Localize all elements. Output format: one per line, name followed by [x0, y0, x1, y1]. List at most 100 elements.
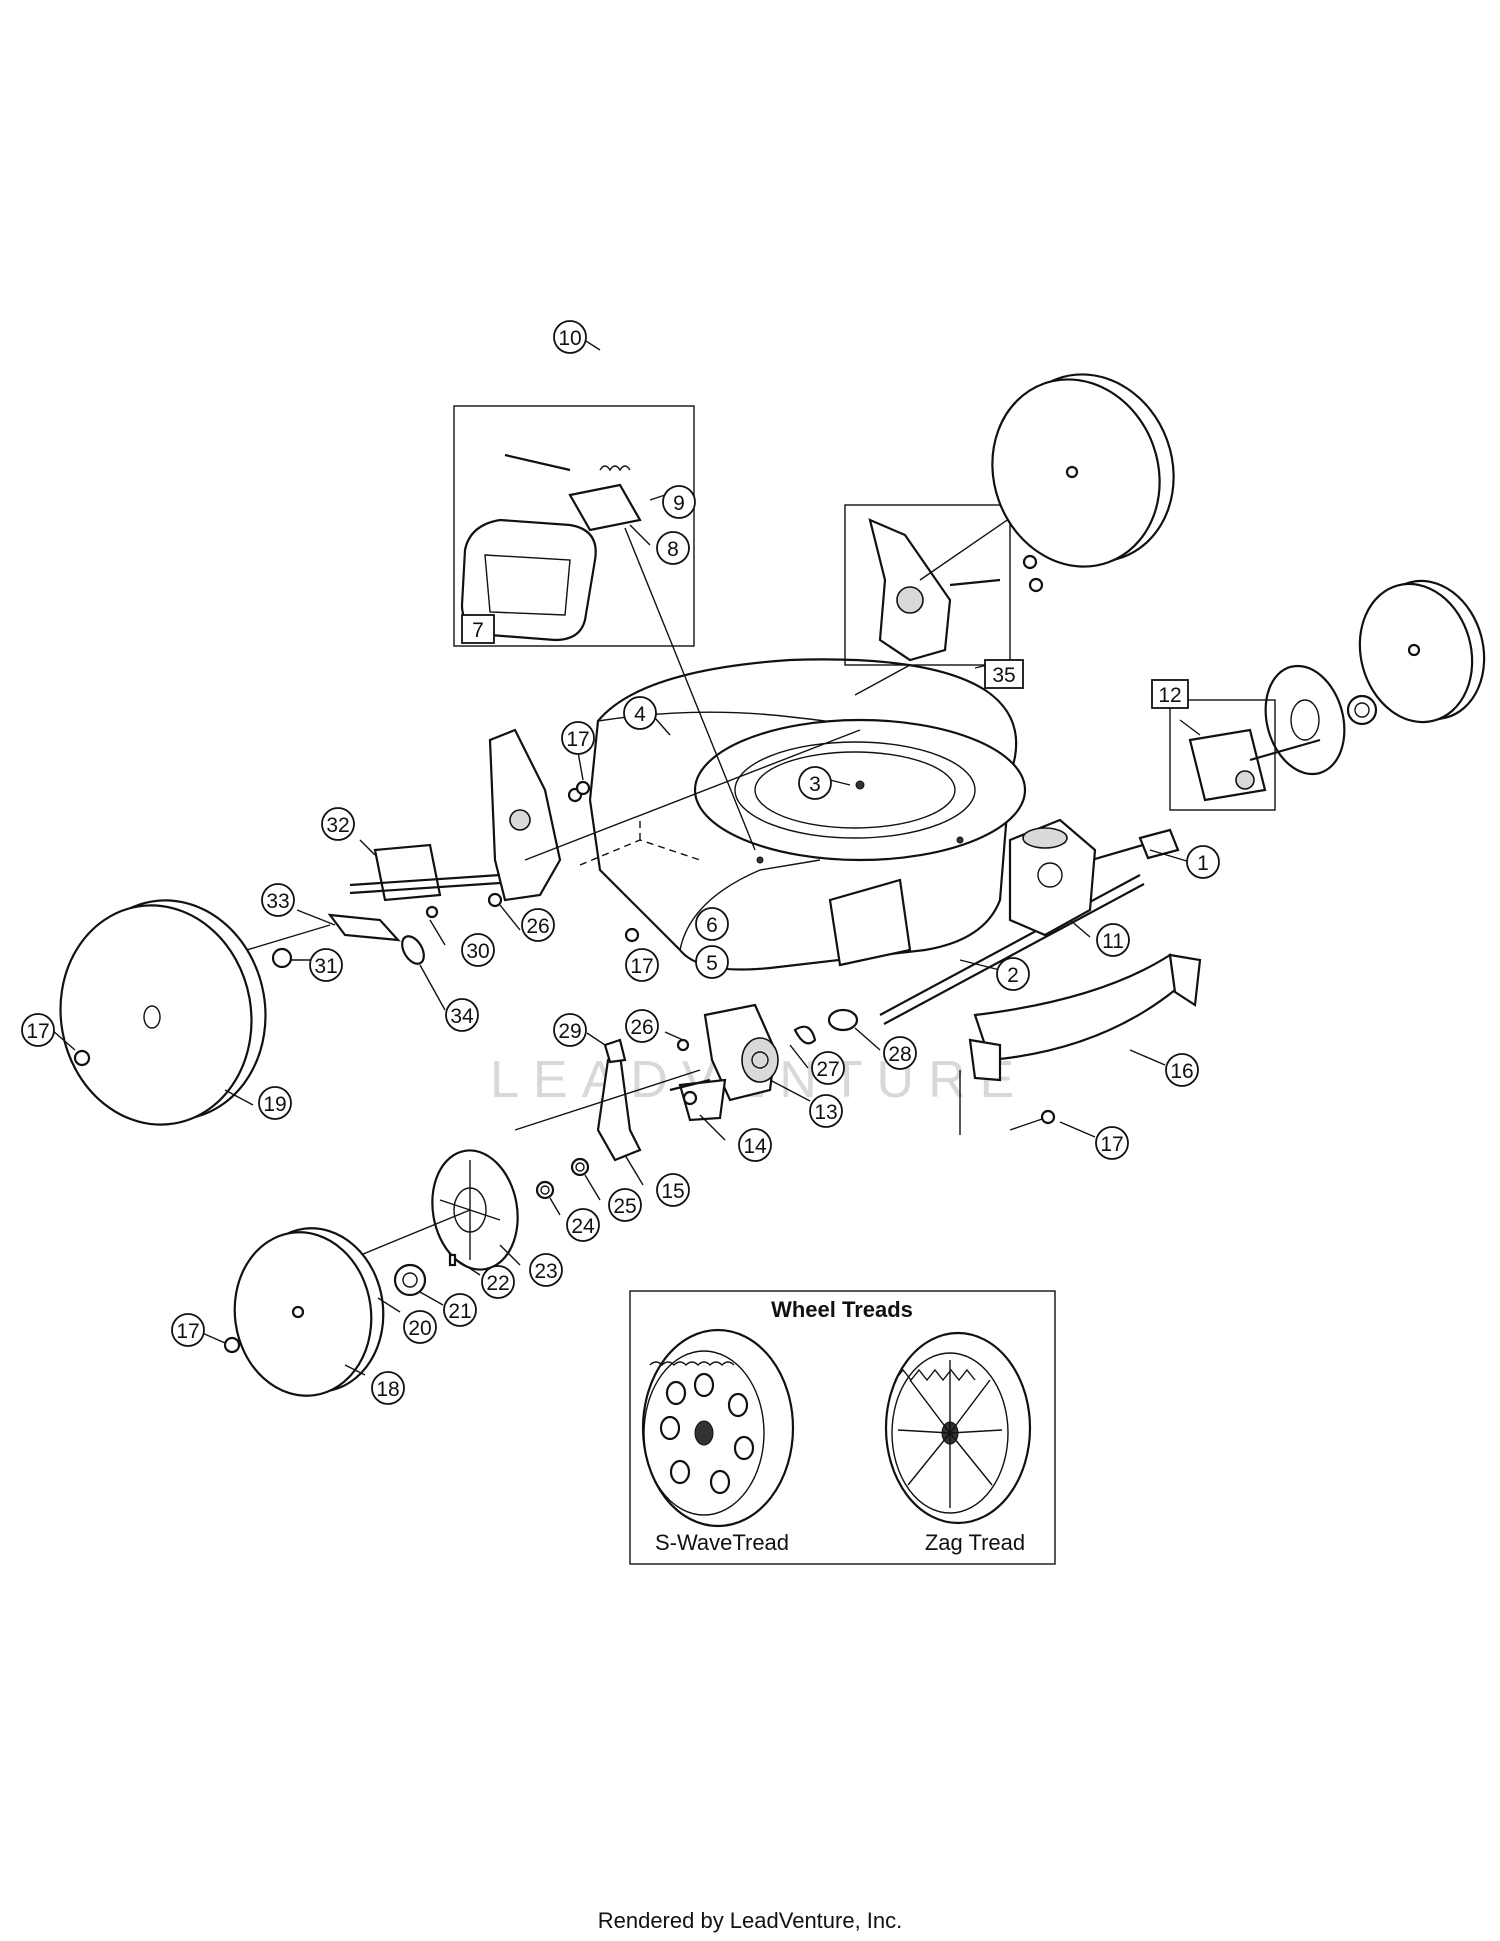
nut-17-right — [1040, 1109, 1056, 1125]
svg-text:23: 23 — [534, 1260, 557, 1283]
svg-text:22: 22 — [486, 1272, 509, 1295]
callout-9[interactable]: 9 — [662, 485, 696, 519]
callout-2[interactable]: 2 — [996, 957, 1030, 991]
callout-8[interactable]: 8 — [656, 531, 690, 565]
inset-title: Wheel Treads — [771, 1297, 913, 1322]
svg-text:8: 8 — [667, 538, 679, 561]
svg-text:9: 9 — [673, 492, 685, 515]
callout-31[interactable]: 31 — [309, 948, 343, 982]
svg-text:13: 13 — [814, 1101, 837, 1124]
callout-15[interactable]: 15 — [656, 1173, 690, 1207]
adjustment-lever — [596, 1038, 642, 1162]
mower-deck — [588, 658, 1027, 971]
svg-text:24: 24 — [571, 1215, 595, 1238]
wheel-treads-inset: Wheel Treads S-WaveTread — [629, 1290, 1056, 1565]
callout-5[interactable]: 5 — [695, 945, 729, 979]
svg-text:17: 17 — [26, 1020, 49, 1043]
callout-20[interactable]: 20 — [403, 1310, 437, 1344]
svg-text:15: 15 — [661, 1180, 684, 1203]
svg-text:14: 14 — [743, 1135, 767, 1158]
svg-text:4: 4 — [634, 703, 646, 726]
axle-plate — [669, 1078, 727, 1122]
callout-32[interactable]: 32 — [321, 807, 355, 841]
footer-credit: Rendered by LeadVenture, Inc. — [597, 1908, 903, 1933]
svg-text:21: 21 — [448, 1300, 471, 1323]
callout-33[interactable]: 33 — [261, 883, 295, 917]
key — [448, 1253, 457, 1267]
callout-4[interactable]: 4 — [623, 696, 657, 730]
callout-14[interactable]: 14 — [738, 1128, 772, 1162]
deflector — [968, 953, 1202, 1082]
svg-text:31: 31 — [314, 955, 337, 978]
svg-text:26: 26 — [526, 915, 549, 938]
callout-3[interactable]: 3 — [798, 766, 832, 800]
callout-17-left[interactable]: 17 — [21, 1013, 55, 1047]
callout-17-middle[interactable]: 17 — [625, 948, 659, 982]
svg-text:19: 19 — [263, 1093, 286, 1116]
rear-right-wheel — [991, 373, 1175, 568]
svg-text:2: 2 — [1007, 964, 1019, 987]
front-left-wheel — [223, 1227, 385, 1397]
svg-text:17: 17 — [566, 728, 589, 751]
callout-17-upper[interactable]: 17 — [561, 721, 595, 755]
callout-30[interactable]: 30 — [461, 933, 495, 967]
front-right-gear — [1346, 694, 1378, 726]
zag-tread-wheel — [884, 1331, 1032, 1525]
callout-18[interactable]: 18 — [371, 1371, 405, 1405]
nut-17-upper — [575, 780, 591, 796]
s-wave-tread-label: S-WaveTread — [655, 1530, 789, 1555]
svg-text:16: 16 — [1170, 1060, 1193, 1083]
callout-23[interactable]: 23 — [529, 1253, 563, 1287]
callout-26-lower[interactable]: 26 — [625, 1009, 659, 1043]
callout-13[interactable]: 13 — [809, 1094, 843, 1128]
rear-left-wheel — [59, 899, 267, 1126]
svg-text:1: 1 — [1197, 852, 1209, 875]
nut-17-middle — [624, 927, 640, 943]
svg-text:26: 26 — [630, 1016, 653, 1039]
s-wave-tread-wheel — [641, 1328, 795, 1528]
front-left-gear — [393, 1263, 427, 1297]
callout-12[interactable]: 12 — [1151, 679, 1189, 709]
callout-34[interactable]: 34 — [445, 998, 479, 1032]
front-right-wheel-hub — [1264, 664, 1346, 776]
zag-tread-label: Zag Tread — [925, 1530, 1025, 1555]
svg-text:10: 10 — [558, 327, 581, 350]
callout-16[interactable]: 16 — [1165, 1053, 1199, 1087]
svg-text:3: 3 — [809, 773, 821, 796]
svg-text:29: 29 — [558, 1020, 581, 1043]
svg-text:5: 5 — [706, 952, 718, 975]
callout-28[interactable]: 28 — [883, 1036, 917, 1070]
svg-text:7: 7 — [472, 619, 484, 642]
svg-text:17: 17 — [176, 1320, 199, 1343]
callout-6[interactable]: 6 — [695, 907, 729, 941]
svg-text:25: 25 — [613, 1195, 636, 1218]
callout-24[interactable]: 24 — [566, 1208, 600, 1242]
callout-1[interactable]: 1 — [1186, 845, 1220, 879]
callout-19[interactable]: 19 — [258, 1086, 292, 1120]
svg-text:28: 28 — [888, 1043, 911, 1066]
right-height-adjuster-assembly — [844, 469, 1081, 696]
svg-text:11: 11 — [1102, 930, 1124, 953]
callout-25[interactable]: 25 — [608, 1188, 642, 1222]
callout-35[interactable]: 35 — [984, 659, 1024, 689]
svg-text:18: 18 — [376, 1378, 399, 1401]
front-left-bracket — [676, 1003, 859, 1102]
callout-26-upper[interactable]: 26 — [521, 908, 555, 942]
svg-text:17: 17 — [630, 955, 653, 978]
callout-10[interactable]: 10 — [553, 320, 587, 354]
washers — [535, 1157, 590, 1200]
callout-17-lower[interactable]: 17 — [171, 1313, 205, 1347]
svg-text:17: 17 — [1100, 1133, 1123, 1156]
callout-27[interactable]: 27 — [811, 1051, 845, 1085]
transmission — [1008, 818, 1097, 937]
callout-29[interactable]: 29 — [553, 1013, 587, 1047]
callout-22[interactable]: 22 — [481, 1265, 515, 1299]
guide-line-17-right-b — [1009, 1117, 1046, 1131]
callout-21[interactable]: 21 — [443, 1293, 477, 1327]
callout-17-right[interactable]: 17 — [1095, 1126, 1129, 1160]
callout-11[interactable]: 11 — [1096, 923, 1130, 957]
svg-text:35: 35 — [992, 664, 1015, 687]
svg-text:34: 34 — [450, 1005, 474, 1028]
callout-7[interactable]: 7 — [461, 614, 495, 644]
